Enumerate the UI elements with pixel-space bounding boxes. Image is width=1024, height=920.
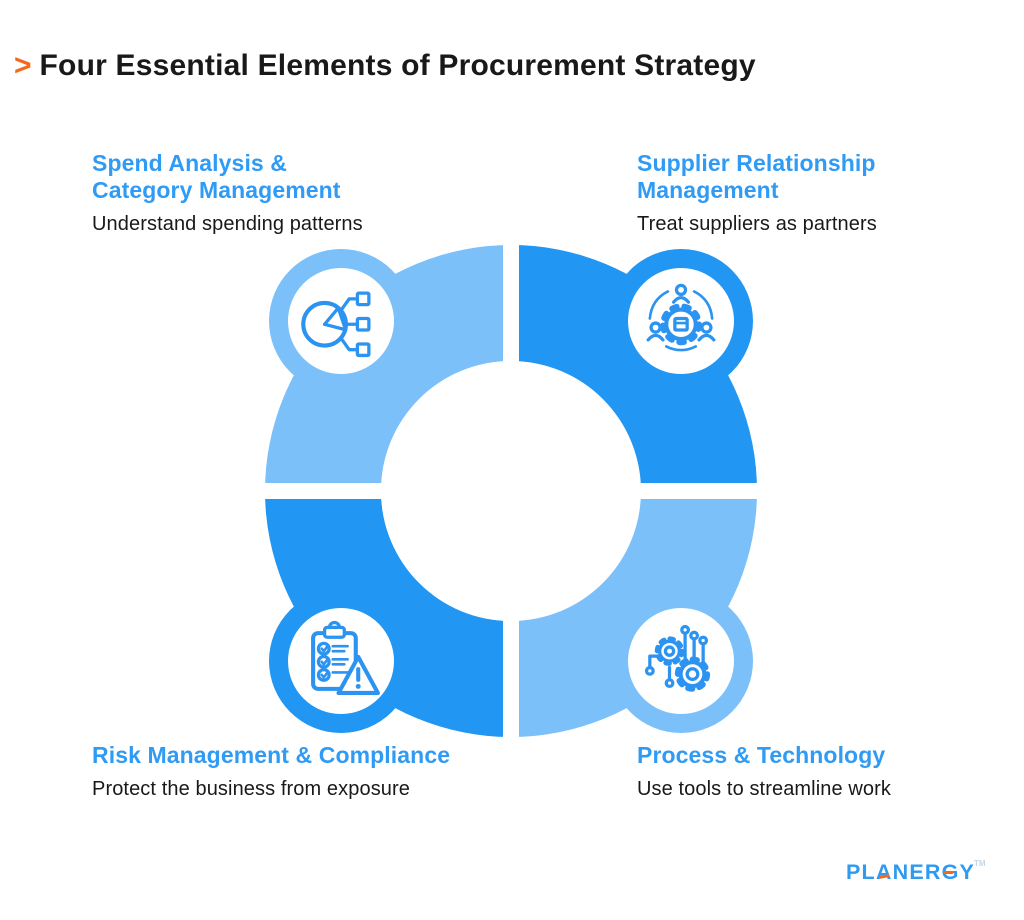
title-marker: > [14, 49, 32, 82]
supplier-network-gear-icon [646, 283, 716, 352]
circle-face-bottom-left [288, 608, 394, 714]
heading-line: Process & Technology [637, 742, 886, 768]
gears-circuit-icon [644, 624, 711, 692]
label-description: Understand spending patterns [92, 213, 363, 235]
donut-center-hub [381, 361, 641, 621]
label-process-technology: Process & Technology Use tools to stream… [637, 742, 1024, 801]
planergy-logo: PLANERGY TM [846, 859, 1016, 892]
label-heading: Process & Technology [637, 742, 1024, 769]
label-heading: Spend Analysis & Category Management [92, 150, 572, 204]
label-risk-management: Risk Management & Compliance Protect the… [92, 742, 572, 801]
pie-chart-categories-icon [301, 291, 371, 358]
heading-line: Management [637, 177, 779, 203]
checklist-warning-icon [311, 620, 380, 696]
logo-accent-g [944, 870, 953, 875]
heading-line: Category Management [92, 177, 341, 203]
page-title: Four Essential Elements of Procurement S… [39, 49, 756, 82]
label-description: Use tools to streamline work [637, 778, 892, 800]
logo-trademark: TM [974, 859, 986, 868]
label-spend-analysis: Spend Analysis & Category Management Und… [92, 150, 572, 236]
label-heading: Risk Management & Compliance [92, 742, 572, 769]
label-description: Protect the business from exposure [92, 778, 410, 800]
label-supplier-relationship: Supplier Relationship Management Treat s… [637, 150, 1024, 236]
label-heading: Supplier Relationship Management [637, 150, 1024, 204]
heading-line: Spend Analysis & [92, 150, 288, 176]
label-description: Treat suppliers as partners [637, 213, 877, 235]
logo-text: PLANERGY [846, 860, 976, 884]
heading-line: Supplier Relationship [637, 150, 876, 176]
heading-line: Risk Management & Compliance [92, 742, 451, 768]
header: > Four Essential Elements of Procurement… [14, 48, 756, 84]
circle-face-top-right [628, 268, 734, 374]
